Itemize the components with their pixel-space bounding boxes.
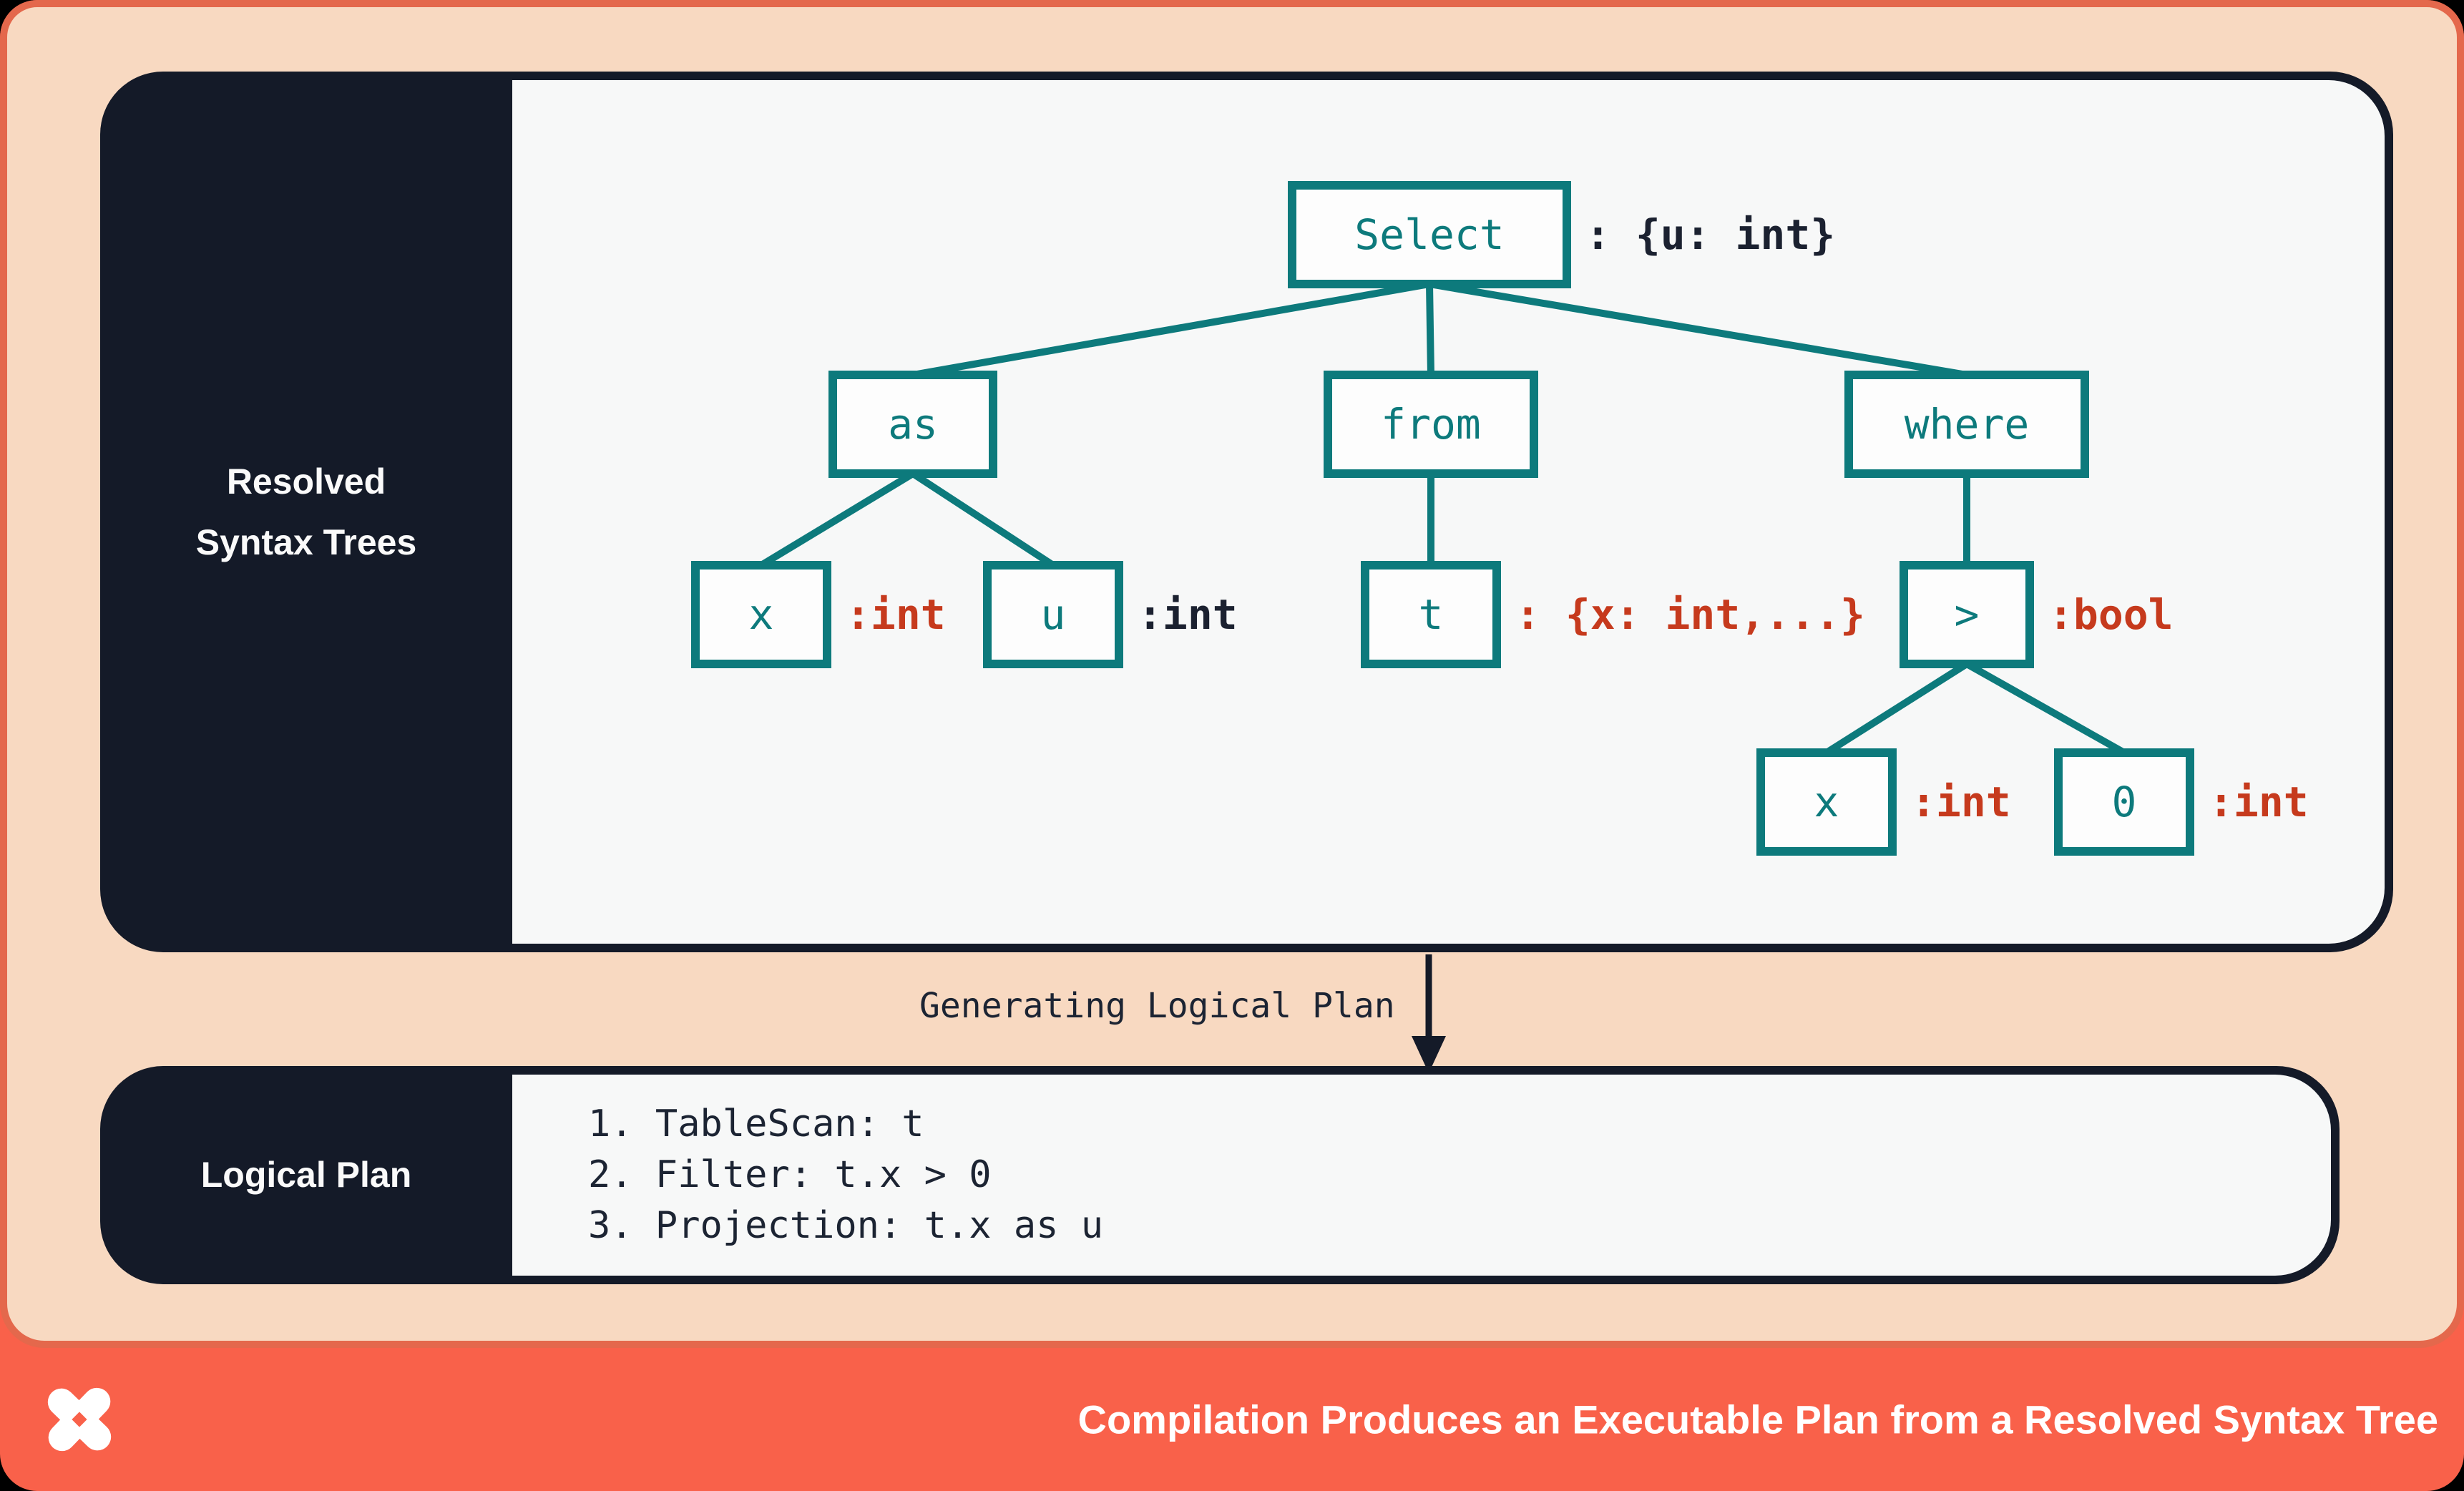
footer-bar: Compilation Produces an Executable Plan … bbox=[0, 1348, 2464, 1491]
tree-node-zero: 0 :int bbox=[2054, 748, 2309, 856]
plan-step-1: 1. TableScan: t bbox=[588, 1103, 924, 1145]
tree-node-label-x2: x bbox=[1814, 778, 1839, 826]
tree-node-from: from bbox=[1324, 371, 1538, 478]
plan-step-2: 2. Filter: t.x > 0 bbox=[588, 1153, 992, 1196]
type-annotation-t: : {x: int,...} bbox=[1515, 590, 1865, 639]
top-panel-title-line1: Resolved bbox=[226, 461, 386, 502]
type-annotation-x2: :int bbox=[1911, 778, 2011, 826]
bottom-panel-title: Logical Plan bbox=[200, 1155, 412, 1195]
tree-node-label-as: as bbox=[888, 400, 938, 449]
tree-node-select: Select : {u: int} bbox=[1288, 181, 1835, 288]
tree-node-gt: > :bool bbox=[1900, 561, 2174, 668]
top-panel-title-line2: Syntax Trees bbox=[195, 522, 417, 562]
tree-node-label-from: from bbox=[1381, 400, 1481, 449]
logical-plan-panel: 1. TableScan: t 2. Filter: t.x > 0 3. Pr… bbox=[100, 1066, 2340, 1284]
tree-node-x2: x :int bbox=[1756, 748, 2011, 856]
tree-node-label-where: where bbox=[1904, 400, 2030, 449]
tree-node-box-select: Select bbox=[1288, 181, 1571, 288]
type-annotation-x1: :int bbox=[846, 590, 946, 639]
footer-title: Compilation Produces an Executable Plan … bbox=[1077, 1397, 2438, 1442]
tree-node-box-from: from bbox=[1324, 371, 1538, 478]
down-arrow-icon bbox=[1412, 954, 1446, 1073]
tree-node-label-gt: > bbox=[1954, 590, 1980, 639]
tree-node-label-select: Select bbox=[1354, 210, 1505, 259]
tree-edge-gt-x2 bbox=[1824, 660, 1969, 756]
tree-node-box-as: as bbox=[828, 371, 997, 478]
tree-edge-gt-zero bbox=[1965, 660, 2126, 756]
tree-node-box-u: u bbox=[983, 561, 1123, 668]
tree-edge-select-as bbox=[912, 280, 1430, 378]
tree-node-where: where bbox=[1844, 371, 2089, 478]
flow-label: Generating Logical Plan bbox=[919, 986, 1395, 1026]
type-annotation-u: :int bbox=[1138, 590, 1238, 639]
type-annotation-gt: :bool bbox=[2048, 590, 2174, 639]
tree-edge-as-x1 bbox=[759, 470, 915, 569]
dozer-logo-icon bbox=[47, 1387, 112, 1452]
tree-node-as: as bbox=[828, 371, 997, 478]
top-panel-sidebar: Resolved Syntax Trees bbox=[100, 72, 512, 952]
tree-node-label-u: u bbox=[1040, 590, 1066, 639]
tree-node-label-t: t bbox=[1418, 590, 1444, 639]
logical-plan-body: 1. TableScan: t 2. Filter: t.x > 0 3. Pr… bbox=[512, 1075, 2331, 1276]
tree-node-t: t : {x: int,...} bbox=[1361, 561, 1865, 668]
plan-step-3: 3. Projection: t.x as u bbox=[588, 1204, 1104, 1247]
tree-node-box-where: where bbox=[1844, 371, 2089, 478]
type-annotation-zero: :int bbox=[2209, 778, 2309, 826]
tree-node-box-x2: x bbox=[1756, 748, 1897, 856]
tree-edge-as-u bbox=[911, 470, 1055, 569]
tree-node-u: u :int bbox=[983, 561, 1238, 668]
logical-plan-steps: 1. TableScan: t 2. Filter: t.x > 0 3. Pr… bbox=[512, 1075, 2331, 1276]
tree-node-label-zero: 0 bbox=[2111, 778, 2137, 826]
tree-node-box-zero: 0 bbox=[2054, 748, 2194, 856]
tree-edges bbox=[759, 280, 2126, 756]
resolved-syntax-trees-panel: Select : {u: int} as from where x :int u :int t : … bbox=[100, 72, 2393, 952]
tree-node-label-x1: x bbox=[748, 590, 774, 639]
bottom-panel-sidebar: Logical Plan bbox=[100, 1066, 512, 1284]
tree-node-box-gt: > bbox=[1900, 561, 2034, 668]
tree-edge-select-from bbox=[1426, 283, 1434, 376]
tree-node-x1: x :int bbox=[691, 561, 946, 668]
tree-edge-select-where bbox=[1429, 280, 1967, 378]
tree-node-box-x1: x bbox=[691, 561, 831, 668]
type-annotation-select: : {u: int} bbox=[1585, 210, 1836, 259]
tree-node-box-t: t bbox=[1361, 561, 1501, 668]
